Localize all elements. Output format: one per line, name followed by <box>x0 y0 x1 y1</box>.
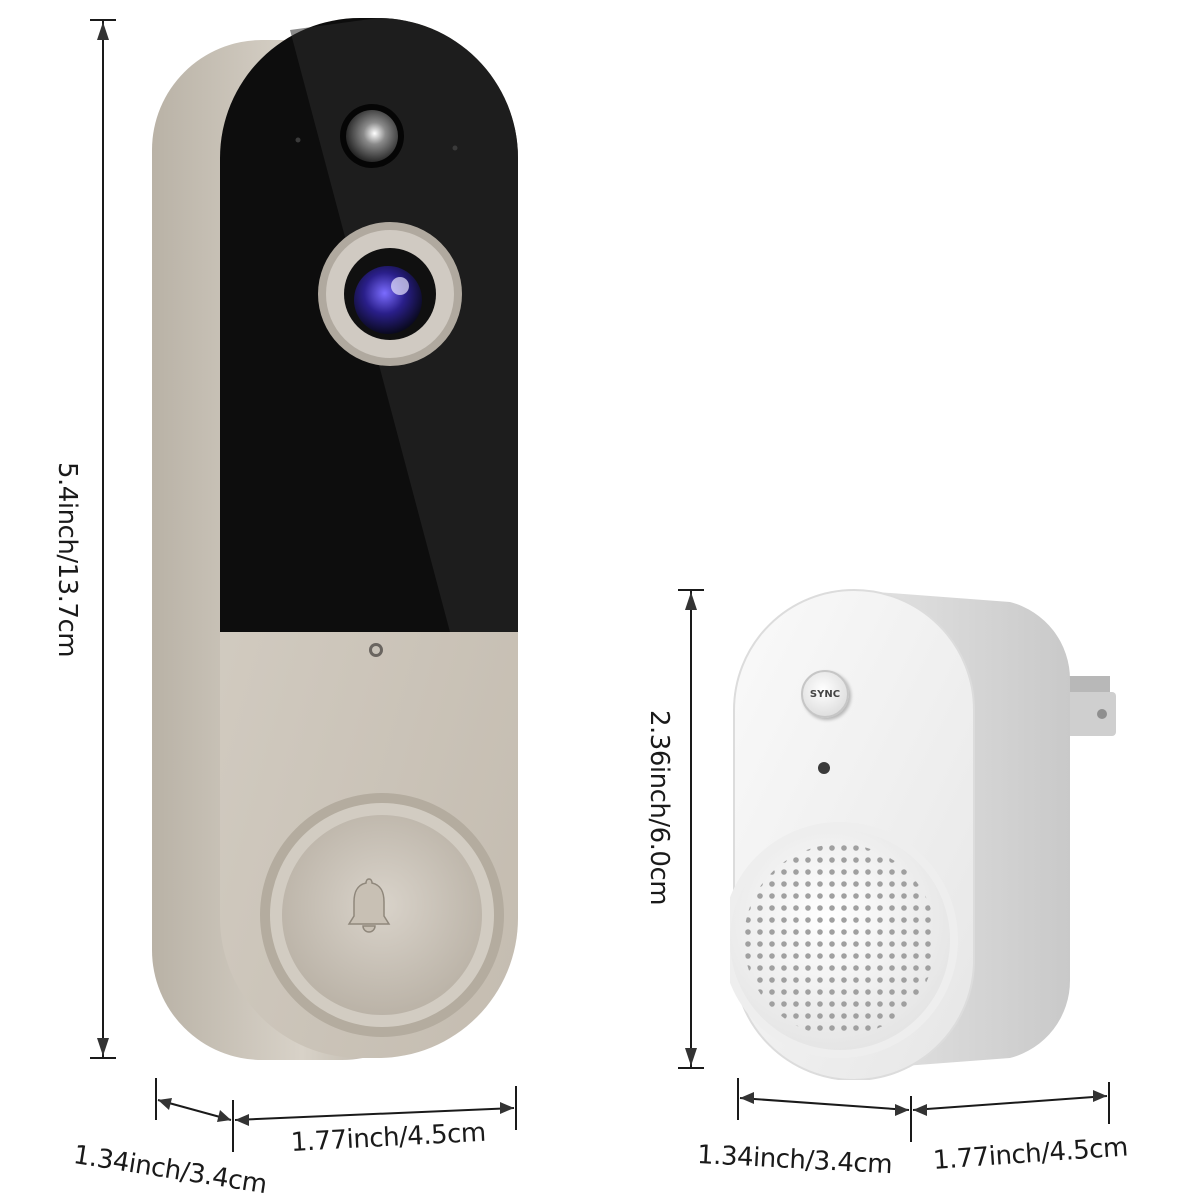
doorbell-height-dimension-line <box>90 19 116 1059</box>
chime-bottom-dimension-lines <box>737 1078 1110 1142</box>
sync-button-label: SYNC <box>809 688 841 700</box>
doorbell-bottom-dimension-lines <box>155 1078 517 1152</box>
bell-icon <box>347 878 391 933</box>
chime-depth-label: 1.34inch/3.4cm <box>696 1140 893 1181</box>
doorbell-height-label: 5.4inch/13.7cm <box>52 462 82 658</box>
chime-height-dimension-line <box>678 589 704 1069</box>
sync-button[interactable]: SYNC <box>801 670 849 718</box>
speaker-grill <box>744 844 936 1036</box>
video-doorbell <box>150 10 530 1070</box>
chime-height-label: 2.36inch/6.0cm <box>644 710 674 906</box>
doorbell-button[interactable] <box>382 660 383 661</box>
